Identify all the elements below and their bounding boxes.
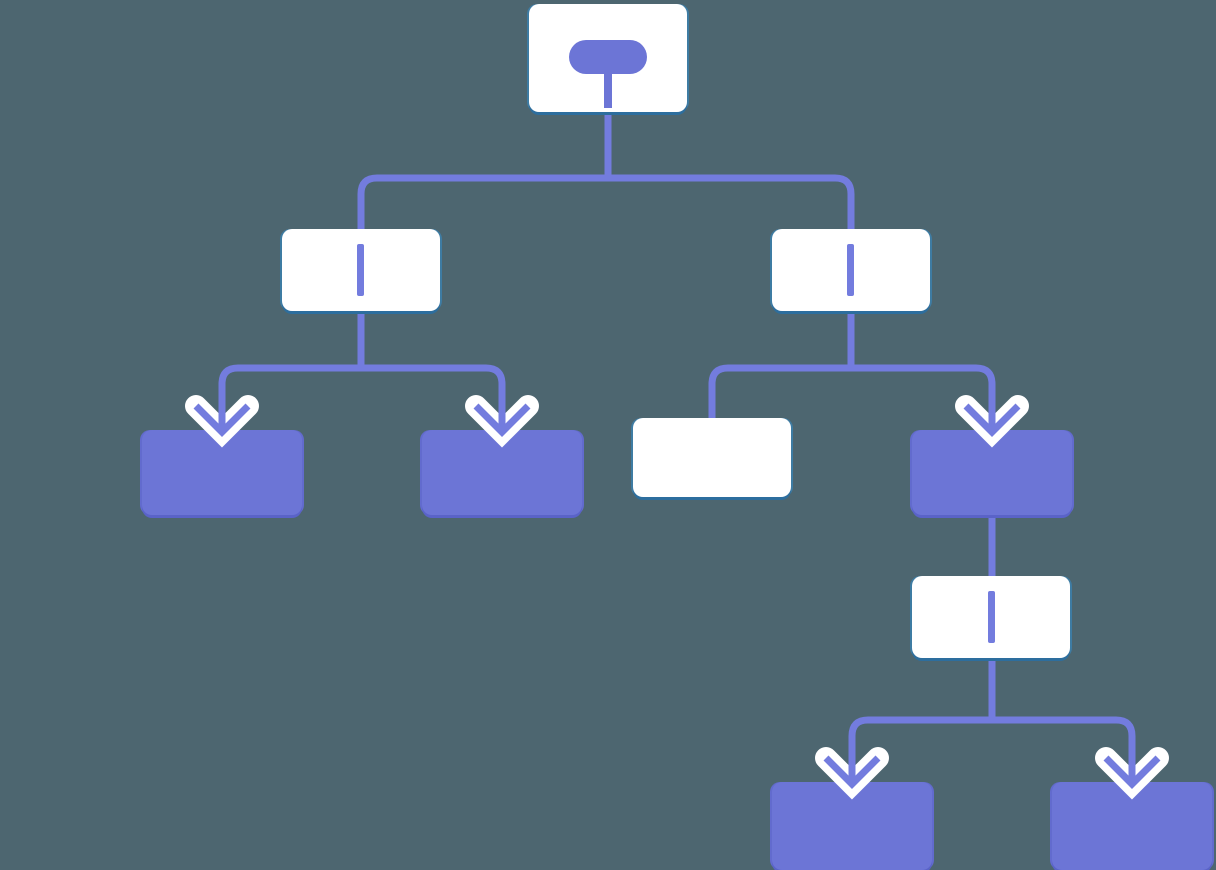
pass-through-line-l2-right [847, 244, 854, 296]
node-l3-d[interactable] [912, 430, 1072, 515]
node-l5-right[interactable] [1052, 782, 1212, 870]
root-badge-stem [604, 70, 612, 108]
node-l5-left[interactable] [772, 782, 932, 870]
node-root[interactable] [529, 4, 687, 112]
root-badge-pill [569, 40, 647, 74]
node-l3-b[interactable] [422, 430, 582, 515]
node-l3-a[interactable] [142, 430, 302, 515]
pass-through-line-l4 [988, 591, 995, 643]
pass-through-line-l2-left [357, 244, 364, 296]
node-l3-c[interactable] [633, 418, 791, 497]
